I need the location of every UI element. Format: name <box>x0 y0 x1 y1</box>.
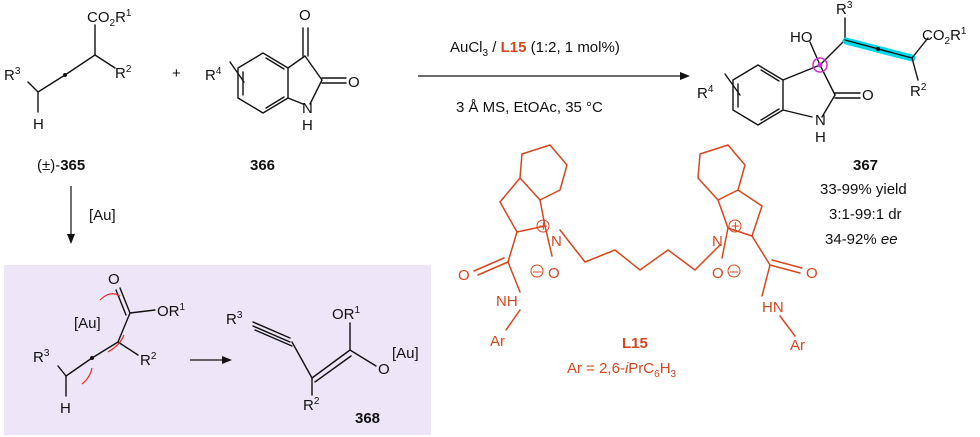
stereocenter-marker <box>812 57 828 73</box>
r4-label-366: R4 <box>205 66 222 84</box>
ligand-hn-right: HN <box>762 299 784 316</box>
compound-368-structure: R3 OR1 O [Au] R2 <box>226 305 419 414</box>
compound-366-label: 366 <box>250 157 275 174</box>
mechanism-arrowhead <box>222 356 232 364</box>
ligand-plus-right: + <box>731 218 740 235</box>
compound-368-label: 368 <box>355 410 380 427</box>
mechanism-box <box>4 265 431 435</box>
yield-text: 33-99% yield <box>820 181 907 198</box>
ligand-carbonyl-o-right: O <box>806 265 818 282</box>
r3-label-int: R3 <box>33 348 50 366</box>
ligand-n-right: N <box>712 233 723 250</box>
ee-text: 34-92% ee <box>825 231 898 248</box>
reaction-arrowhead <box>680 72 690 80</box>
compound-367-structure: HO R3 CO2R1 R2 O N H R4 <box>697 0 967 146</box>
enolate-o-368: O <box>378 361 390 378</box>
compound-365-label: (±)-365 <box>37 157 85 174</box>
h-label-365: H <box>33 116 44 133</box>
gold-activated-allenoate: O OR1 [Au] R2 R3 H <box>33 271 186 417</box>
ligand-l15-label: L15 <box>622 335 648 352</box>
amide-o-366: O <box>348 74 360 91</box>
ligand-minus-left: – <box>533 263 542 280</box>
or1-label-int: OR1 <box>157 302 186 320</box>
r4-label-367: R4 <box>697 84 714 102</box>
co2r1-label-365: CO2R1 <box>87 8 132 29</box>
au-label-int: [Au] <box>74 315 101 332</box>
plus-sign: + <box>172 65 181 82</box>
r2-label-367: R2 <box>910 82 927 100</box>
r3-label-365: R3 <box>4 66 21 84</box>
ligand-plus-left: + <box>539 218 548 235</box>
nh-h-366: H <box>302 117 313 134</box>
r2-label-368: R2 <box>303 396 320 414</box>
ligand-o-right: O <box>712 265 724 282</box>
ligand-n-left: N <box>551 233 562 250</box>
co2r1-label-367: CO2R1 <box>922 26 967 47</box>
ligand-minus-right: – <box>730 263 739 280</box>
au-catalyst-label: [Au] <box>89 207 116 224</box>
ligand-nh-left: NH <box>496 293 518 310</box>
amide-o-367: O <box>862 87 874 104</box>
r3-label-367: R3 <box>836 0 853 18</box>
ho-label-367: HO <box>790 29 813 46</box>
reagents-top: AuCl3 / L15 (1:2, 1 mol%) <box>450 39 620 59</box>
nh-n-367: N <box>815 112 826 129</box>
r3-label-368: R3 <box>226 310 243 328</box>
or1-label-368: OR1 <box>332 305 361 323</box>
nh-n-366: N <box>302 100 313 117</box>
r2-label-365: R2 <box>115 64 132 82</box>
r2-label-int: R2 <box>140 351 157 369</box>
compound-366-structure: O O N H R4 <box>205 7 360 134</box>
compound-365-structure: CO2R1 R2 R3 H <box>4 8 132 133</box>
reagents-bottom: 3 Å MS, EtOAc, 35 °C <box>456 99 603 116</box>
ligand-l15-structure: N + O – O NH Ar N + O – O HN Ar <box>458 144 818 354</box>
ligand-o-left: O <box>548 265 560 282</box>
ligand-ar-right: Ar <box>790 337 805 354</box>
ligand-carbonyl-o-left: O <box>458 267 470 284</box>
dr-text: 3:1-99:1 dr <box>829 206 902 223</box>
h-label-int: H <box>60 400 71 417</box>
ketone-o-366: O <box>299 7 311 24</box>
nh-h-367: H <box>815 129 826 146</box>
carbonyl-o-int: O <box>108 271 120 288</box>
compound-367-label: 367 <box>853 157 878 174</box>
au-label-368: [Au] <box>392 345 419 362</box>
ligand-ar-left: Ar <box>490 333 505 350</box>
ligand-ar-definition: Ar = 2,6-iPrC6H3 <box>567 360 677 380</box>
au-arrowhead <box>67 234 75 244</box>
